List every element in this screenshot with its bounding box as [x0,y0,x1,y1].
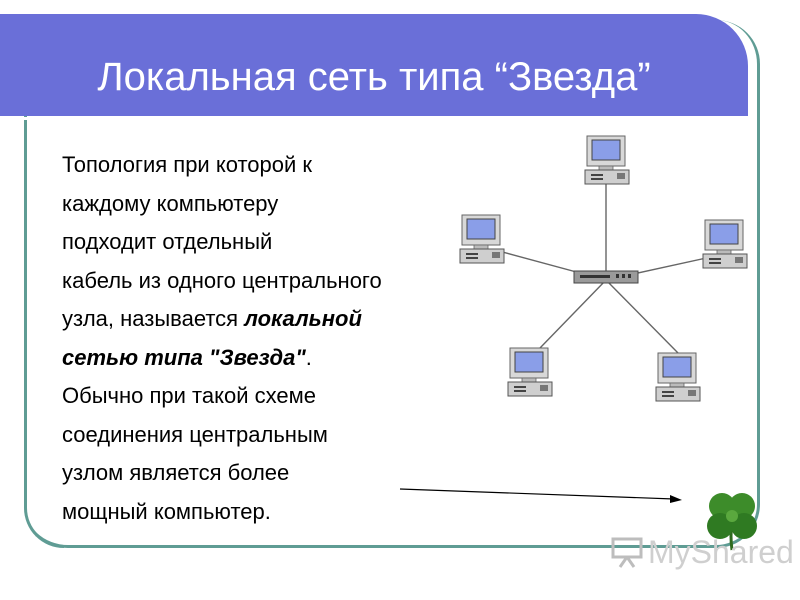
body-line-1: Топология при которой к [62,152,313,177]
body-line-7: Обычно при такой схеме [62,383,316,408]
pointer-arrow [399,488,682,503]
slide-body-text: Топология при которой к каждому компьюте… [62,146,462,531]
title-underline [0,117,708,120]
body-line-8: соединения центральным [62,421,328,447]
computer-icon [655,352,701,402]
body-line-5: узла, называется [62,306,245,331]
star-topology-diagram [459,135,748,402]
watermark-text: MyShared [648,533,794,570]
body-line-9: узлом является более [62,460,290,485]
body-line-4: кабель из одного центрального [62,267,382,293]
title-banner: Локальная сеть типа “Звезда” [0,14,748,120]
computer-icon [507,347,553,397]
slide-frame [24,20,760,548]
body-line-6-tail: . [305,344,312,370]
network-cables [494,180,721,356]
body-line-3: подходит отдельный [62,229,273,254]
watermark: MyShared [610,532,794,572]
presentation-logo-icon [611,537,643,568]
computer-icon [702,219,748,269]
body-line-2: каждому компьютеру [62,190,279,216]
body-line-10: мощный компьютер. [62,498,271,524]
body-emphasis-1: локальной [244,306,362,331]
computer-icon [459,214,505,264]
body-emphasis-2: сетью типа "Звезда" [62,344,306,370]
slide-title: Локальная сеть типа “Звезда” [97,55,651,99]
slide-frame-left [24,110,64,548]
computer-icon [584,135,630,185]
clover-icon [707,493,757,551]
hub-icon [573,270,639,284]
